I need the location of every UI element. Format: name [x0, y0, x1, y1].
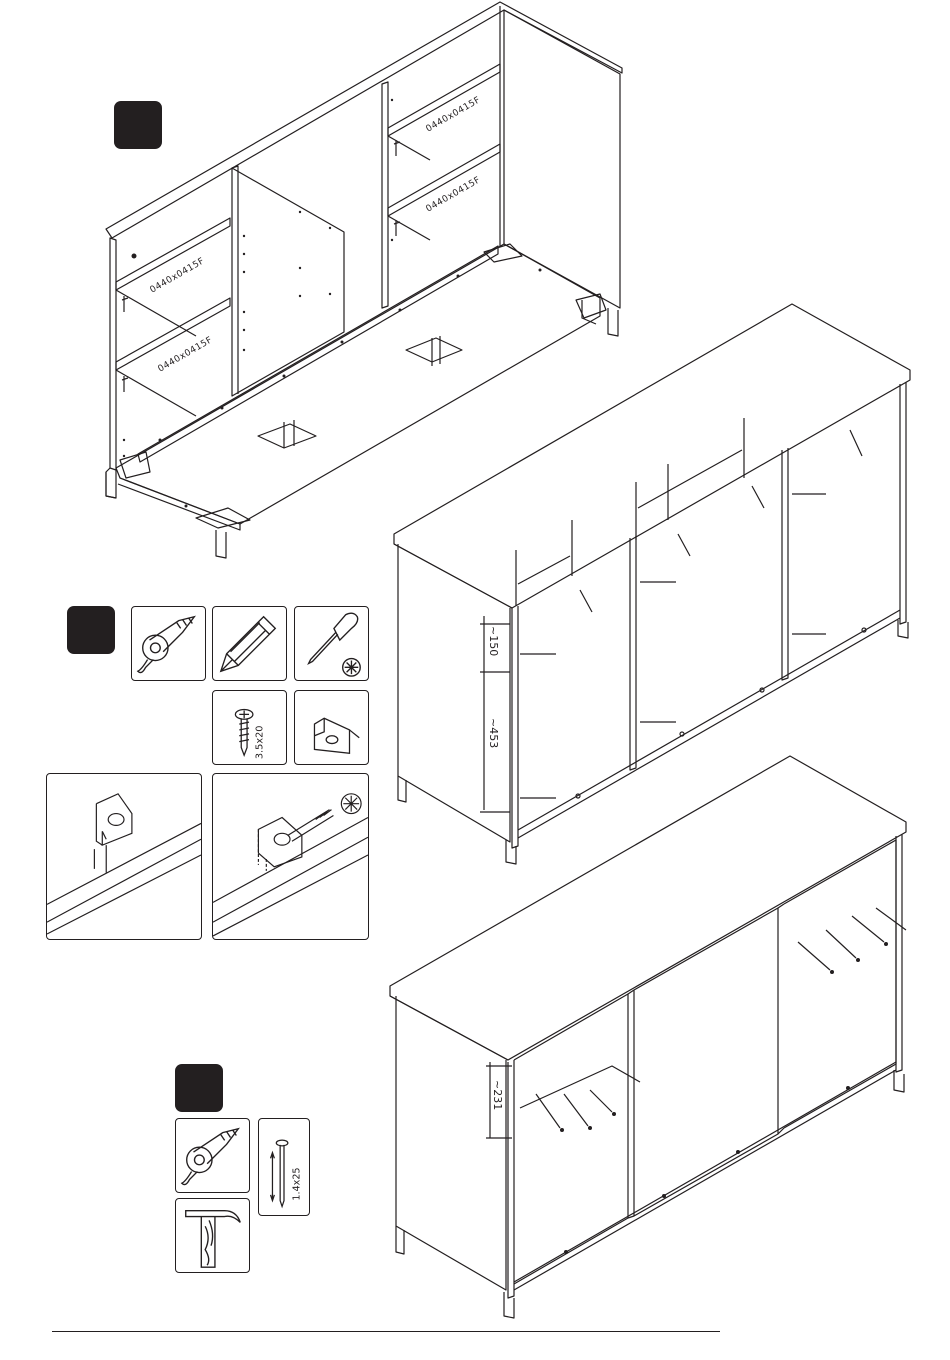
dim-door: ~231: [491, 1080, 504, 1110]
footer-divider: [52, 1331, 720, 1332]
